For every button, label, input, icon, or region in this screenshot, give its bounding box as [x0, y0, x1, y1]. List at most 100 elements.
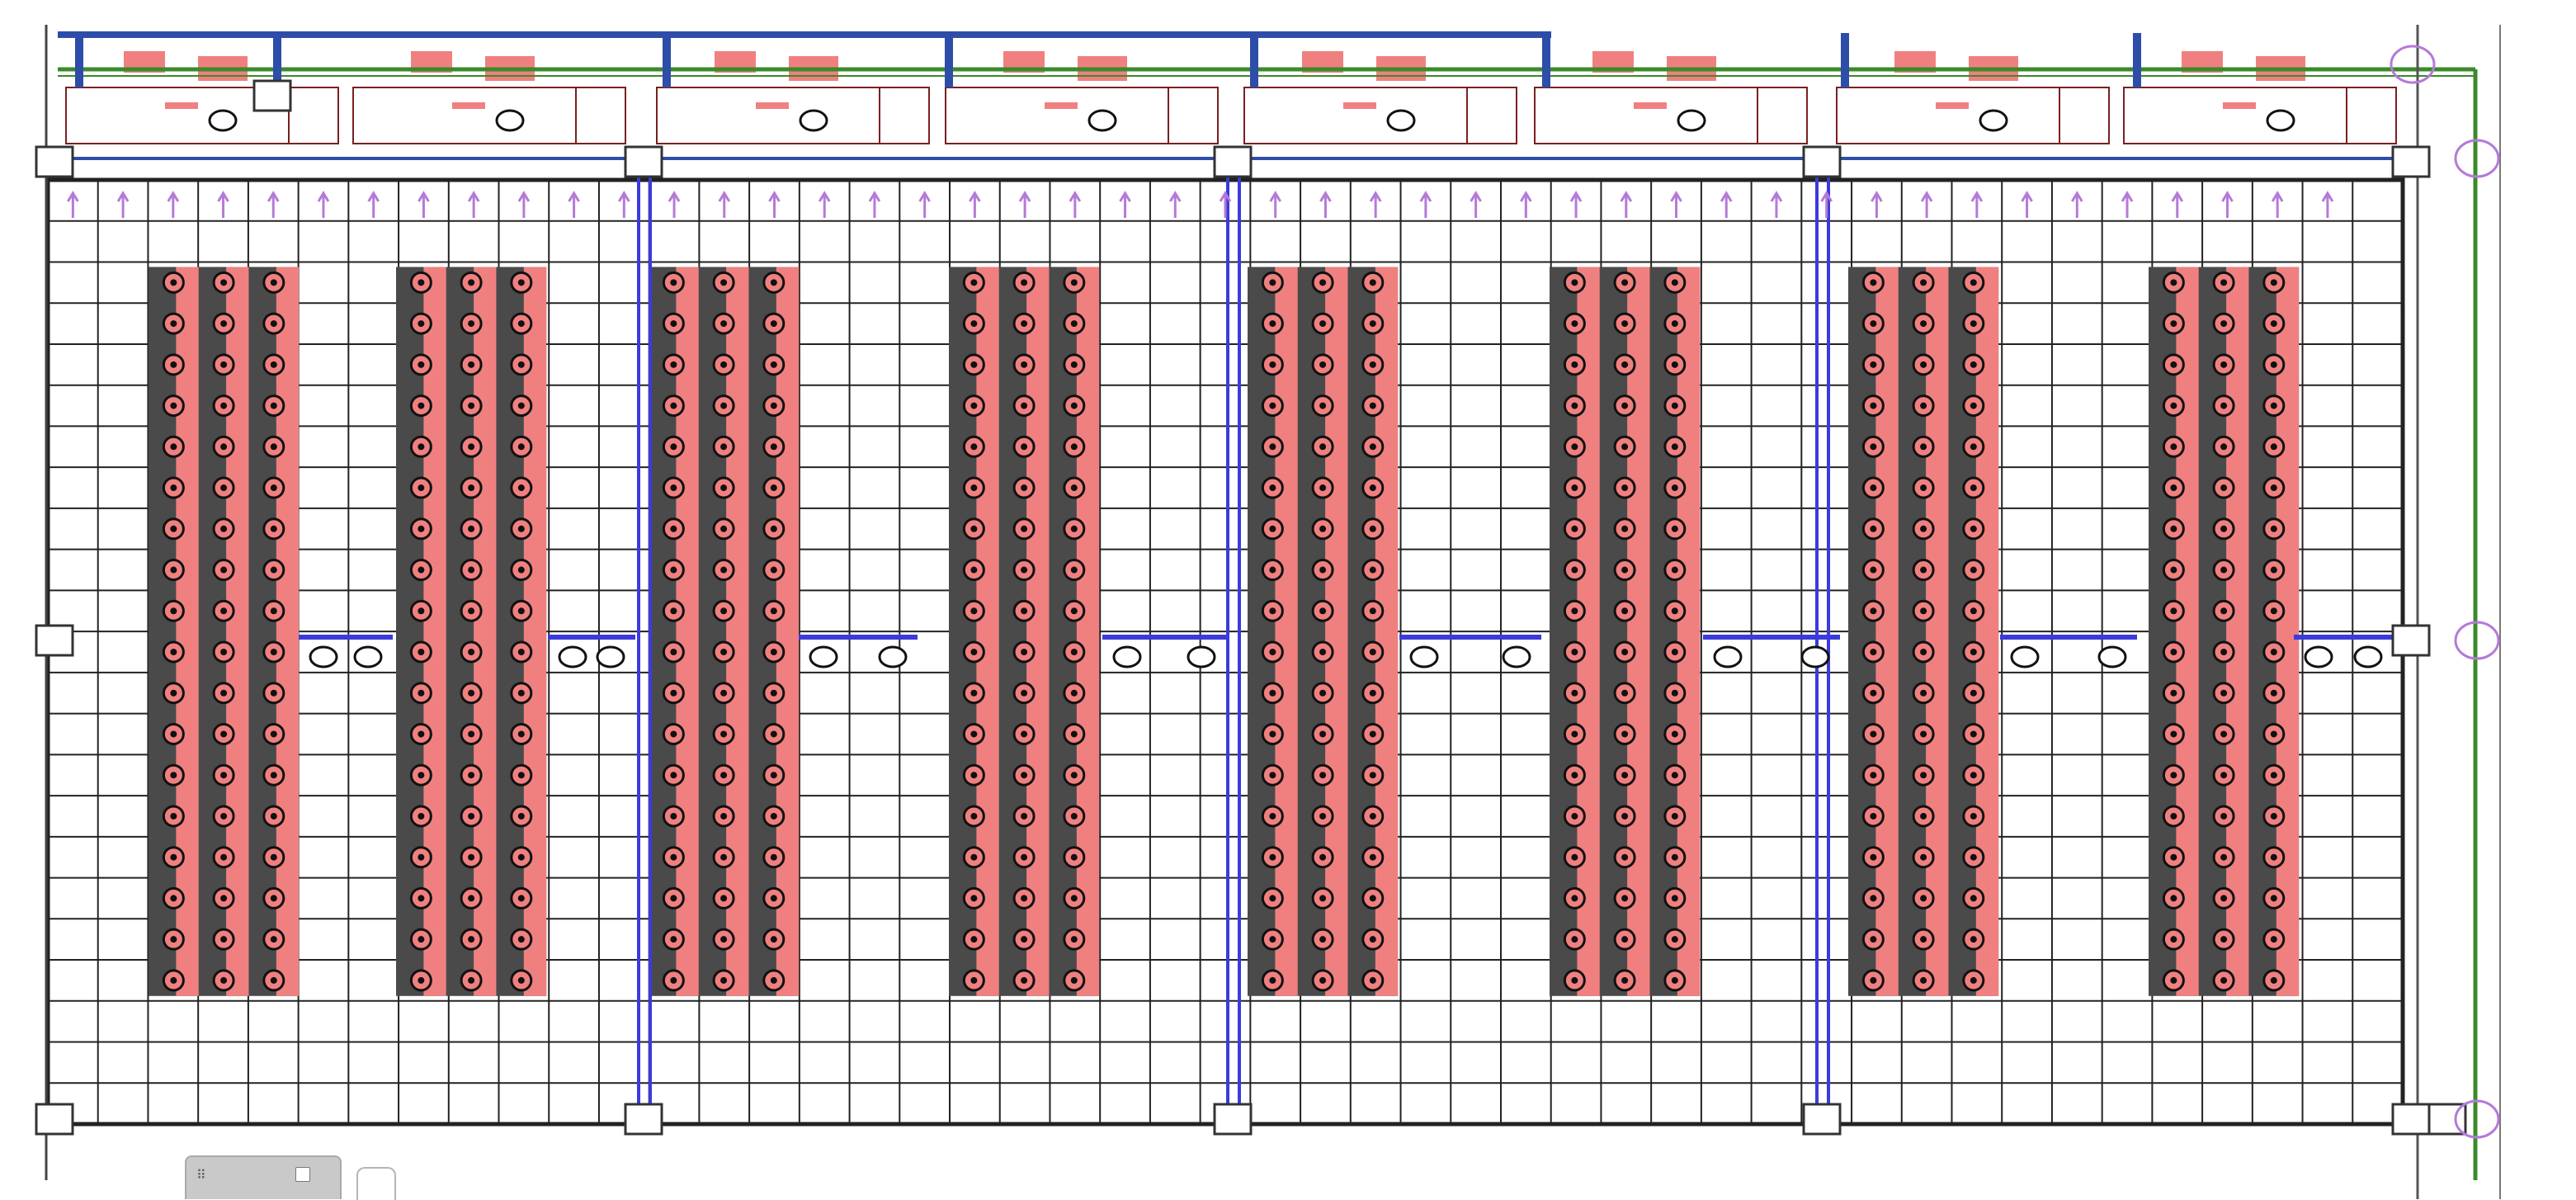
fixture-light-center — [517, 772, 525, 779]
fixture-light-center — [1970, 936, 1977, 943]
fixture-light-center — [1571, 772, 1578, 779]
fixture-light-center — [170, 772, 177, 779]
fixture-light-center — [770, 772, 777, 779]
fixture-light-center — [2270, 443, 2277, 451]
selection-grip — [1213, 1103, 1253, 1136]
fixture-light-center — [1671, 976, 1678, 984]
fixture-light-center — [720, 525, 728, 532]
fixture-light-center — [2270, 976, 2277, 984]
fixture-light-center — [1870, 361, 1877, 368]
fixture-light-center — [517, 279, 525, 286]
diffuser-symbol — [2266, 109, 2295, 132]
fixture-light-center — [1319, 853, 1327, 861]
selection-grip — [2391, 624, 2431, 657]
fixture-light-center — [170, 649, 177, 655]
fixture-light-center — [418, 853, 425, 861]
annotation-circle — [2454, 1099, 2500, 1139]
fixture-light-center — [468, 320, 475, 328]
fixture-light-center — [1269, 730, 1276, 738]
fixture-light-center — [418, 976, 425, 984]
fixture-light-center — [670, 730, 677, 738]
fixture-stripe — [474, 267, 497, 996]
fixture-stripe — [976, 267, 999, 996]
fixture-light-center — [1920, 443, 1927, 451]
airflow-arrow-head — [1369, 191, 1382, 202]
fixture-light-center — [517, 361, 525, 368]
fixture-light-center — [468, 730, 475, 738]
fixture-light-center — [770, 566, 777, 574]
fixture-light-center — [1571, 320, 1578, 328]
fixture-light-center — [1920, 525, 1927, 532]
close-icon[interactable] — [295, 1167, 310, 1182]
fixture-stripe — [1375, 267, 1399, 996]
fixture-light-center — [1269, 525, 1276, 532]
fixture-stripe — [1275, 267, 1298, 996]
equipment-unit — [1243, 87, 1517, 144]
fixture-light-center — [2270, 566, 2277, 574]
fixture-light-center — [2220, 525, 2228, 532]
fixture-light-center — [1870, 649, 1877, 655]
fixture-light-center — [1369, 320, 1376, 328]
fixture-light-center — [1571, 689, 1578, 697]
fixture-light-center — [1571, 607, 1578, 615]
fixture-light-center — [1671, 361, 1678, 368]
fixture-light-center — [1070, 689, 1078, 697]
fixture-light-center — [1920, 279, 1927, 286]
airflow-arrow-head — [969, 191, 981, 202]
fixture-light-center — [1621, 484, 1629, 492]
airflow-arrow-head — [1319, 191, 1332, 202]
layout-tab[interactable]: ⠿ — [185, 1155, 342, 1199]
fixture-light-center — [720, 279, 728, 286]
fixture-light-center — [1920, 320, 1927, 328]
fixture-light-center — [770, 812, 777, 820]
fixture-light-center — [1571, 402, 1578, 409]
mid-row-diffusers — [299, 635, 2393, 669]
fixture-light-center — [970, 484, 978, 492]
selection-grip — [1802, 145, 1842, 178]
fixture-light-center — [1870, 402, 1877, 409]
annotation-circle — [2454, 621, 2500, 660]
fixture-light-center — [517, 484, 525, 492]
diffuser-symbol — [1502, 645, 1531, 669]
fixture-light-center — [770, 649, 777, 655]
airflow-arrow-head — [1871, 191, 1883, 202]
fixture-light-center — [1870, 772, 1877, 779]
diffuser-symbol — [2097, 645, 2127, 669]
airflow-arrow-head — [2221, 191, 2234, 202]
fixture-light-center — [170, 853, 177, 861]
airflow-arrow-head — [768, 191, 781, 202]
add-tab-button[interactable] — [356, 1167, 396, 1200]
fixture-light-center — [1870, 895, 1877, 902]
fixture-light-center — [1671, 895, 1678, 902]
fixture-light-center — [1870, 607, 1877, 615]
fixture-light-center — [1070, 361, 1078, 368]
fixture-light-center — [770, 279, 777, 286]
fixture-light-center — [1970, 689, 1977, 697]
fixture-light-center — [720, 812, 728, 820]
fixture-light-center — [720, 320, 728, 328]
fixture-light-center — [517, 936, 525, 943]
fixture-light-center — [1621, 279, 1629, 286]
airflow-arrow-head — [1820, 191, 1833, 202]
fixture-light-center — [2170, 402, 2177, 409]
fixture-light-center — [770, 402, 777, 409]
fixture-light-center — [2270, 853, 2277, 861]
fixture-light-center — [220, 402, 228, 409]
ceiling-beam — [1226, 163, 1241, 1108]
fixture-light-center — [1571, 525, 1578, 532]
fixture-light-center — [1621, 649, 1629, 655]
fixture-light-center — [1369, 772, 1376, 779]
equipment-unit — [1534, 87, 1808, 144]
fixture-light-center — [270, 936, 277, 943]
fixture-light-center — [418, 402, 425, 409]
fixture-light-center — [220, 566, 228, 574]
fixture-light-center — [270, 689, 277, 697]
fixture-stripe — [1975, 267, 1999, 996]
fixture-light-center — [1021, 936, 1028, 943]
equipment-tag — [2223, 102, 2256, 109]
fixture-light-center — [1920, 566, 1927, 574]
fixture-light-center — [1621, 730, 1629, 738]
fixture-light-center — [2220, 812, 2228, 820]
